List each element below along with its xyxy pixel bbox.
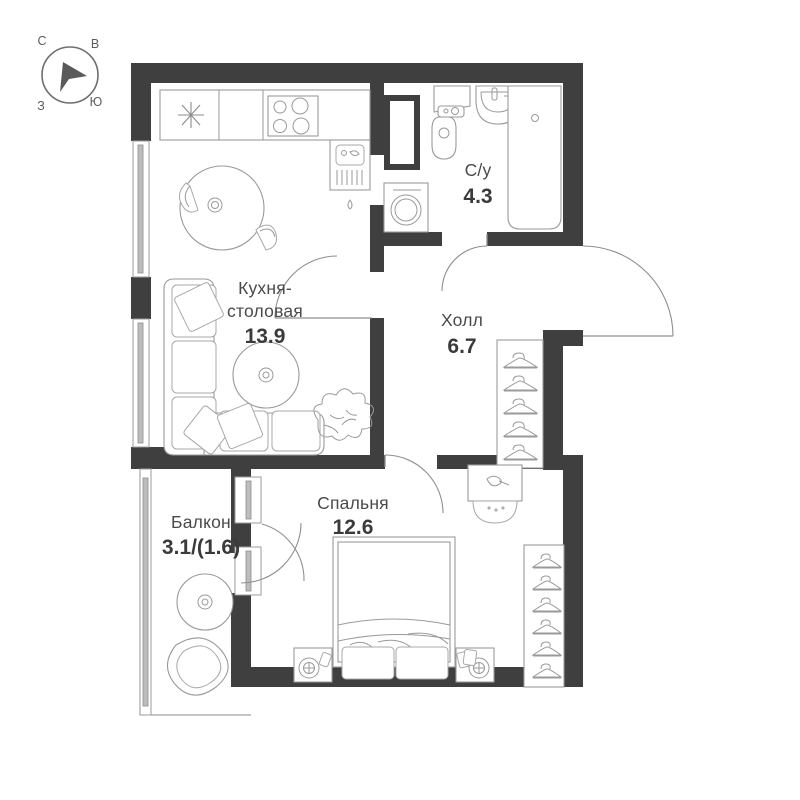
- door-bedroom: [384, 454, 444, 514]
- plant-decor: [313, 388, 375, 441]
- hanger-icon: [531, 619, 563, 635]
- room-label-kitchen-living: Кухня- столовая 13.9: [227, 278, 303, 348]
- refrigerator-icon: [178, 102, 204, 128]
- hanger-icon: [531, 641, 563, 657]
- wardrobe-bedroom: [523, 544, 565, 688]
- hanger-icon: [531, 597, 563, 613]
- hall-name: Холл: [441, 310, 483, 330]
- bathroom-name: С/у: [465, 160, 492, 180]
- compass-rose: С В З Ю: [37, 34, 102, 113]
- hanger-icon: [531, 553, 563, 569]
- coffee-table: [232, 341, 300, 409]
- window-kitchen-upper: [132, 140, 150, 278]
- dining-chair-right: [255, 224, 277, 251]
- door-entrance: [582, 245, 674, 337]
- room-label-bathroom: С/у 4.3: [463, 160, 492, 208]
- balcony-table: [176, 573, 234, 631]
- compass-label-south: Ю: [90, 95, 103, 109]
- bedroom-area: 12.6: [333, 516, 374, 539]
- kitchen-living-name-line2: столовая: [227, 301, 303, 321]
- sofa: [163, 278, 325, 456]
- door-bathroom: [441, 234, 488, 292]
- compass-label-east: В: [91, 37, 99, 51]
- balcony-door-lower: [234, 546, 262, 596]
- windows: [132, 140, 262, 707]
- hanger-icon: [502, 421, 539, 438]
- kitchen-counter: [159, 89, 371, 141]
- kitchen-living-area: 13.9: [245, 325, 286, 348]
- bathtub-icon: [507, 85, 562, 230]
- hanger-icon: [531, 663, 563, 679]
- compass-label-west: З: [37, 99, 45, 113]
- room-label-hall: Холл 6.7: [441, 310, 483, 358]
- door-balcony: [240, 522, 305, 584]
- balcony-armchair: [166, 637, 229, 696]
- sofa-cushions: [174, 282, 264, 455]
- dining-table: [179, 165, 265, 251]
- nightstand-right: [455, 647, 495, 683]
- balcony-door-upper: [234, 476, 262, 524]
- balcony-area: 3.1/(1.6): [162, 536, 240, 559]
- nightstand-left: [293, 647, 333, 683]
- hanger-icon: [502, 375, 539, 392]
- hanger-icon: [531, 575, 563, 591]
- kitchen-sink-icon: [329, 139, 371, 210]
- toilet-icon: [431, 85, 471, 160]
- hanger-icon: [502, 352, 539, 369]
- window-balcony: [142, 477, 149, 707]
- wardrobe-hall: [496, 339, 544, 469]
- window-kitchen-lower: [132, 318, 150, 448]
- hanger-icon: [502, 398, 539, 415]
- kitchen-living-name-line1: Кухня-: [238, 278, 292, 298]
- room-label-bedroom: Спальня 12.6: [317, 493, 389, 539]
- dresser-mirror: [467, 464, 523, 524]
- bathroom-area: 4.3: [463, 185, 492, 208]
- compass-label-north: С: [37, 34, 46, 48]
- balcony-name: Балкон: [171, 512, 231, 532]
- bedroom-name: Спальня: [317, 493, 389, 513]
- door-kitchen: [274, 255, 372, 319]
- hanger-icon: [502, 444, 539, 461]
- cooktop-icon: [267, 95, 319, 137]
- hall-area: 6.7: [447, 335, 476, 358]
- double-bed: [332, 536, 456, 680]
- room-label-balcony: Балкон 3.1/(1.6): [162, 512, 240, 559]
- dining-chair-left: [179, 182, 199, 213]
- washing-machine-icon: [383, 182, 429, 233]
